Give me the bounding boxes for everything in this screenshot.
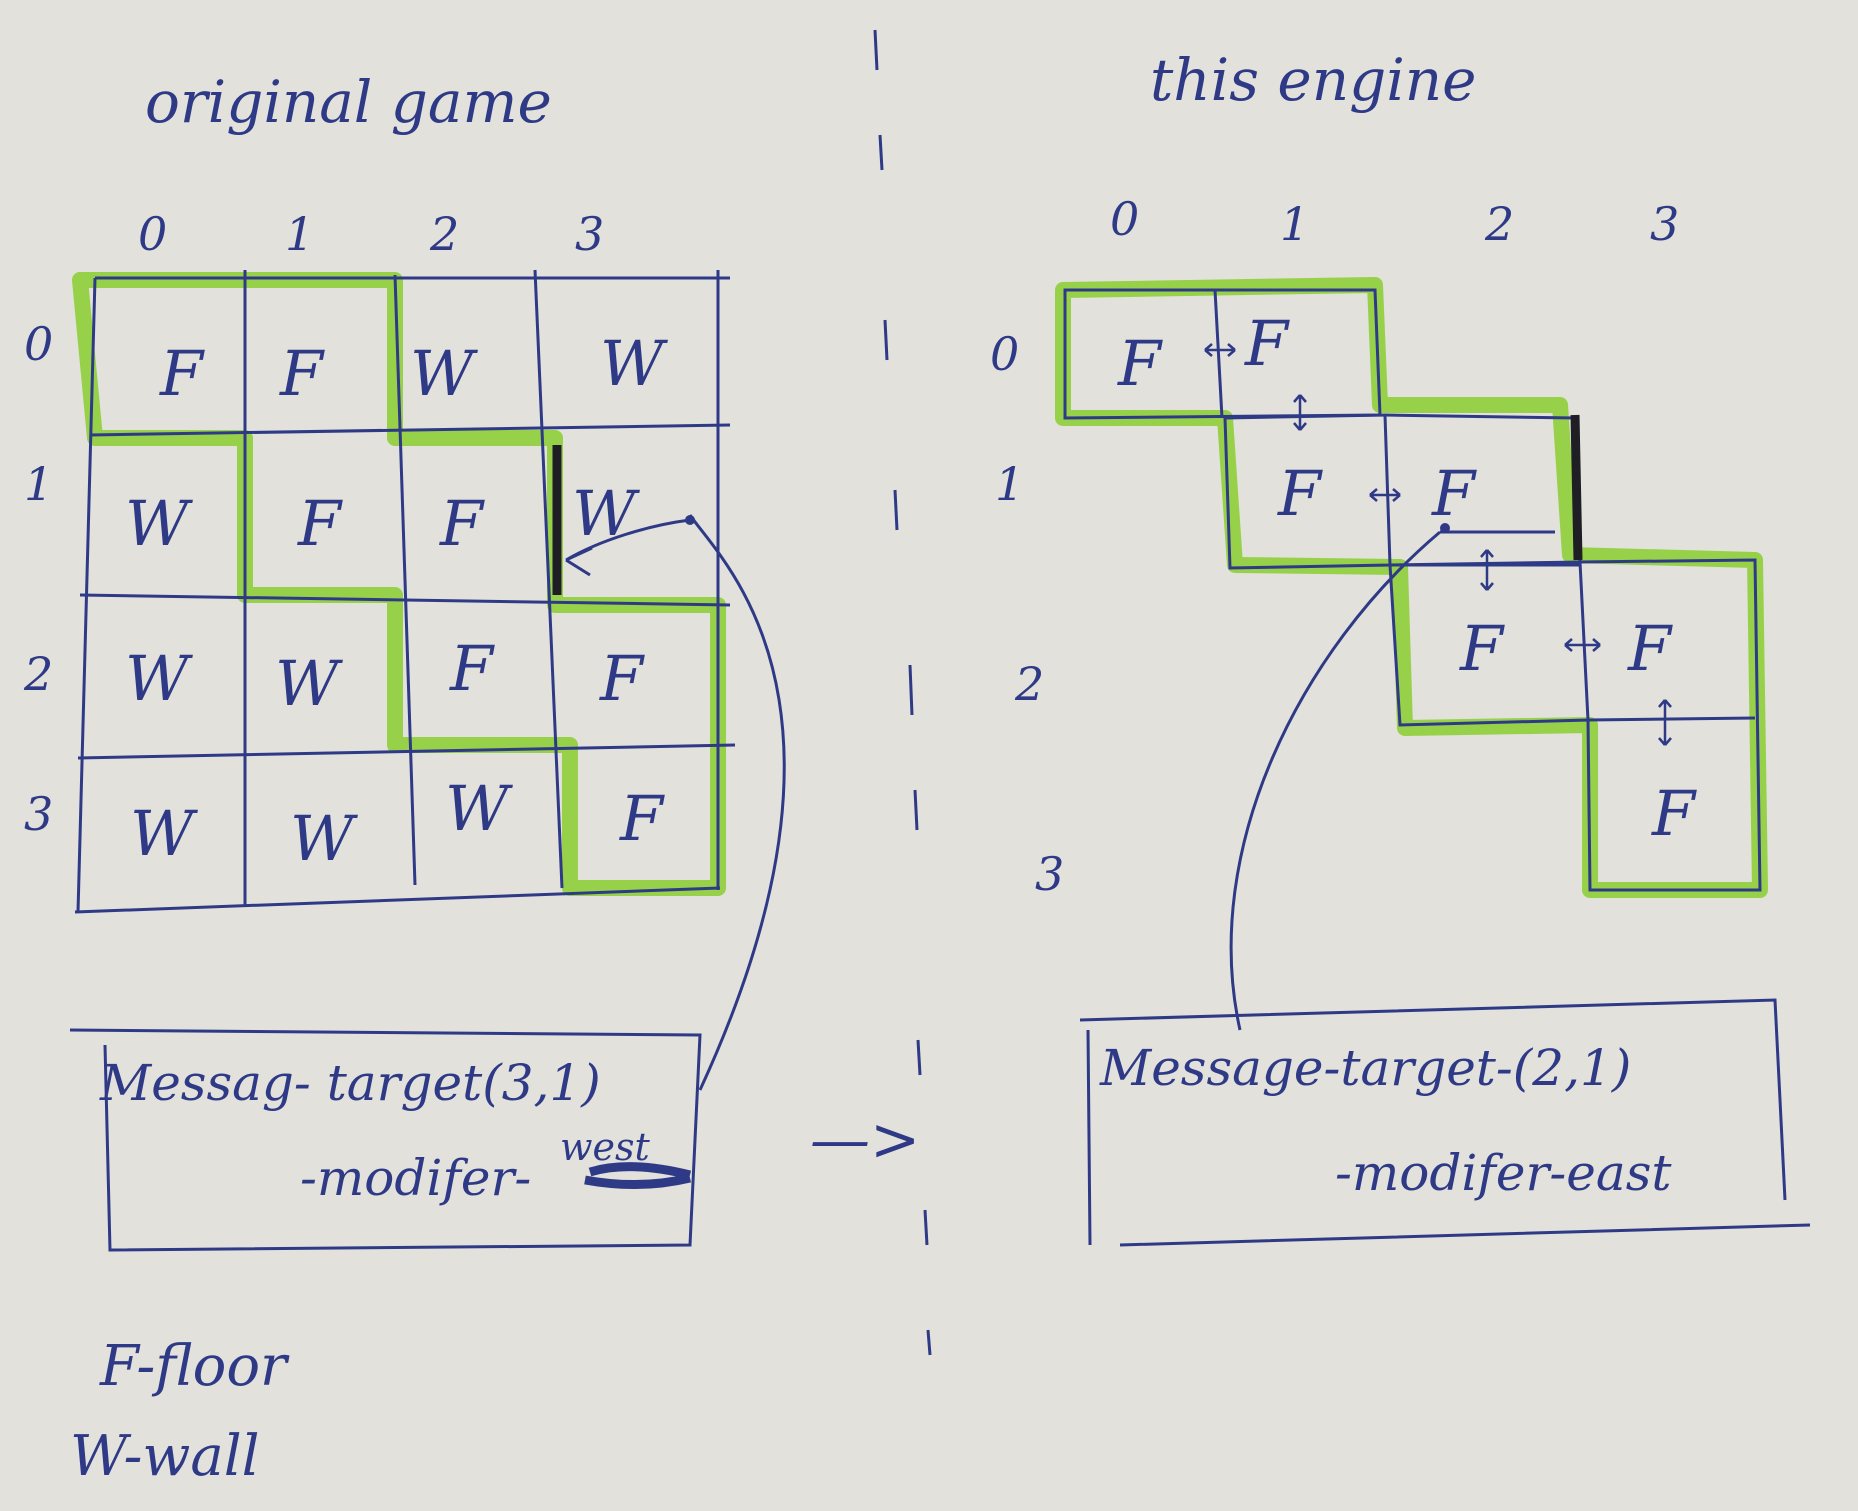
right-row-label-2: 2 [1014,657,1044,711]
left-pointer-curve [688,514,786,1091]
right-message-line2: -modifer-east [1335,1144,1672,1202]
left-cell: W [445,772,513,845]
legend: F-floor W-wall [70,1334,290,1489]
left-cell: F [159,337,205,410]
right-row-label-3: 3 [1035,847,1064,901]
left-cell: F [297,487,343,560]
left-message-line2: -modifer- [300,1149,531,1207]
left-grid: 0 1 2 3 0 1 2 3 F F W W W F F W W W F F … [23,207,786,1091]
legend-wall: W-wall [70,1424,260,1489]
right-cell: F [1117,327,1163,400]
left-cell: W [410,337,478,410]
left-col-label-0: 0 [138,207,167,261]
right-cell: F [1277,457,1323,530]
right-cell: F [1431,457,1477,530]
left-pointer-arrow [565,518,691,577]
left-cell: W [130,797,198,870]
left-cell: W [572,477,640,550]
right-cell: F [1651,777,1697,850]
right-message-box: Message-target-(2,1) -modifer-east [1079,998,1811,1247]
left-cell: F [619,782,665,855]
left-row-label-3: 3 [24,787,53,841]
left-row-label-1: 1 [24,457,53,511]
right-col-label-0: 0 [1110,192,1139,246]
left-row-label-0: 0 [24,317,53,371]
connection-markers [1204,343,1672,746]
left-cell: F [439,487,485,560]
left-cell: W [290,802,358,875]
right-col-label-1: 1 [1280,197,1309,251]
left-message-modifier: west [560,1125,651,1169]
left-cell: F [599,642,645,715]
right-pointer-curve [1229,530,1441,1031]
right-wall-marker [1570,414,1583,561]
right-cell: F [1244,307,1290,380]
left-cell: W [275,647,343,720]
left-message-box: Messag- target(3,1) -modifer- west [69,1028,702,1252]
left-cell: F [449,632,495,705]
left-col-label-2: 2 [429,207,459,261]
right-row-label-1: 1 [995,457,1024,511]
left-cell: W [125,642,193,715]
svg-text:—>: —> [810,1105,920,1175]
left-pointer-dot [685,515,695,525]
right-title: this engine [1150,46,1476,114]
left-cell: W [600,327,668,400]
left-title: original game [145,68,552,136]
right-pointer-dot [1440,523,1450,533]
divider [873,29,932,1356]
right-cell: F [1459,612,1505,685]
legend-floor: F-floor [99,1334,290,1399]
left-col-label-1: 1 [285,207,314,261]
right-row-label-0: 0 [990,327,1019,381]
crossed-out-word [584,1162,692,1190]
transition-arrow: —> [810,1105,920,1175]
right-message-line1: Message-target-(2,1) [1099,1039,1631,1097]
right-col-label-3: 3 [1650,197,1679,251]
left-message-line1: Messag- target(3,1) [99,1054,601,1112]
right-grid: 0 1 2 3 0 1 2 3 F F F F F F F [990,192,1768,1031]
left-cell: F [279,337,325,410]
right-cell: F [1627,612,1673,685]
left-col-label-3: 3 [575,207,604,261]
right-col-label-2: 2 [1484,197,1514,251]
left-cell: W [125,487,193,560]
left-row-label-2: 2 [23,647,53,701]
